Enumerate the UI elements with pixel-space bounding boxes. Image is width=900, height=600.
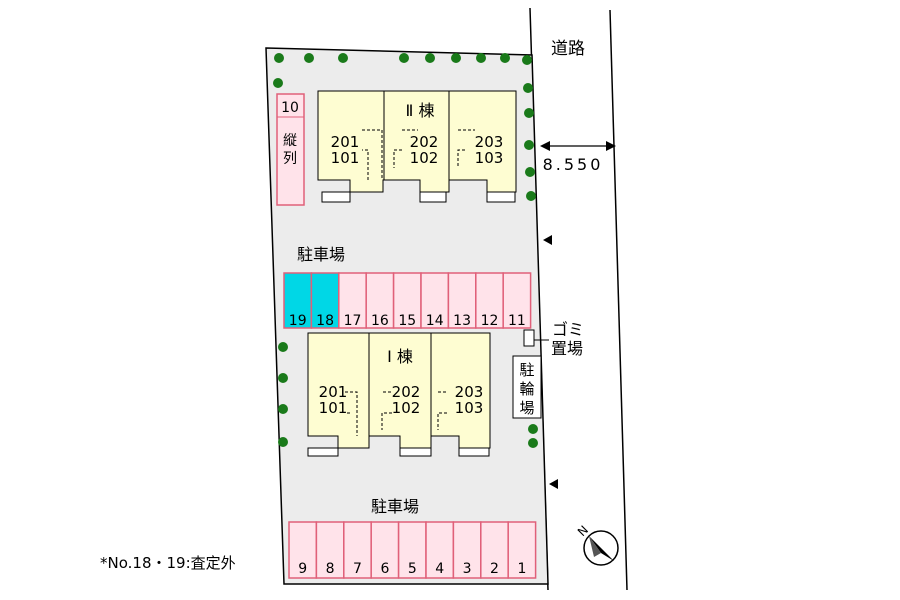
building-2-unit-upper: 202 (410, 133, 439, 151)
parking-space-number: 7 (353, 561, 362, 577)
parking-space-number: 5 (408, 561, 417, 577)
building-2-name: Ⅱ 棟 (406, 101, 435, 120)
building-2-unit-lower: 101 (331, 149, 360, 167)
building-1-unit-lower: 101 (319, 399, 348, 417)
parking-space-number: 15 (398, 313, 416, 329)
parking-space-5 (397, 521, 427, 579)
parking-space-number: 19 (289, 313, 307, 329)
garbage-area: ゴミ 置場 (523, 320, 584, 358)
parking-label-bottom: 駐車場 (371, 497, 419, 516)
parking-space-8 (315, 521, 345, 579)
parking-space-number: 16 (371, 313, 389, 329)
parking-space-number: 4 (435, 561, 444, 577)
parking-space-3 (452, 521, 482, 579)
parking-space-16 (365, 272, 395, 329)
parking-row-middle: 19 18 17 16 15 14 13 12 11 (283, 272, 532, 329)
vertical-space-char-1: 縦 (283, 133, 297, 149)
entrance-marker (549, 479, 558, 489)
parking-space-11 (502, 272, 532, 329)
parking-space-10-number: 10 (281, 100, 299, 116)
parking-space-number: 12 (481, 313, 499, 329)
parking-space-number: 6 (380, 561, 389, 577)
entrance-marker (543, 235, 552, 245)
parking-space-number: 1 (517, 561, 526, 577)
compass-icon: N (575, 523, 619, 566)
vertical-space-char-2: 列 (283, 151, 297, 167)
road-label: 道路 (551, 39, 585, 59)
building-1-unit-upper: 201 (319, 383, 348, 401)
trees (273, 53, 538, 448)
building-2-unit-lower: 102 (410, 149, 439, 167)
parking-space-number: 14 (426, 313, 444, 329)
building-1-unit-lower: 103 (455, 399, 484, 417)
building-1-unit-upper: 202 (392, 383, 421, 401)
building-1-unit-lower: 102 (392, 399, 421, 417)
building-2-unit-lower: 103 (475, 149, 504, 167)
building-2-unit-upper: 201 (331, 133, 360, 151)
parking-space-1 (507, 521, 537, 579)
parking-space-number: 17 (344, 313, 362, 329)
parking-space-13 (447, 272, 477, 329)
assessment-note: *No.18・19:査定外 (100, 554, 236, 572)
garbage-label-line-2: 置場 (551, 339, 583, 358)
building-1-unit-upper: 203 (455, 383, 484, 401)
parking-space-10: 10 縦 列 (276, 93, 305, 206)
parking-space-number: 13 (453, 313, 471, 329)
parking-space-15 (392, 272, 422, 329)
bike-parking-char-2: 輪 (519, 380, 534, 398)
building-2-unit-upper: 203 (475, 133, 504, 151)
parking-space-12 (475, 272, 504, 329)
parking-space-2 (480, 521, 509, 579)
building-2: Ⅱ 棟 201 101 202 102 203 103 (317, 90, 517, 203)
garbage-label-line-1: ゴミ (552, 320, 584, 339)
parking-space-6 (370, 521, 400, 579)
parking-row-bottom: 9 8 7 6 5 4 3 2 1 (288, 521, 537, 579)
bike-parking: 駐 輪 場 (512, 355, 542, 419)
parking-label-middle: 駐車場 (297, 245, 345, 264)
parking-space-number: 9 (298, 561, 307, 577)
parking-space-7 (343, 521, 372, 579)
parking-space-14 (420, 272, 450, 329)
road-width-label: 8.550 (543, 155, 604, 174)
parking-space-18 (310, 272, 340, 329)
parking-space-number: 11 (508, 313, 526, 329)
building-1-name: Ⅰ 棟 (387, 347, 413, 366)
parking-space-number: 2 (490, 561, 499, 577)
building-1: Ⅰ 棟 201 101 202 102 203 103 (307, 332, 491, 457)
parking-space-19 (283, 272, 313, 329)
parking-space-number: 3 (463, 561, 472, 577)
parking-space-number: 18 (316, 313, 334, 329)
bike-parking-char-1: 駐 (519, 361, 534, 379)
parking-space-number: 8 (326, 561, 335, 577)
parking-space-9 (288, 521, 318, 579)
bike-parking-char-3: 場 (519, 399, 534, 417)
